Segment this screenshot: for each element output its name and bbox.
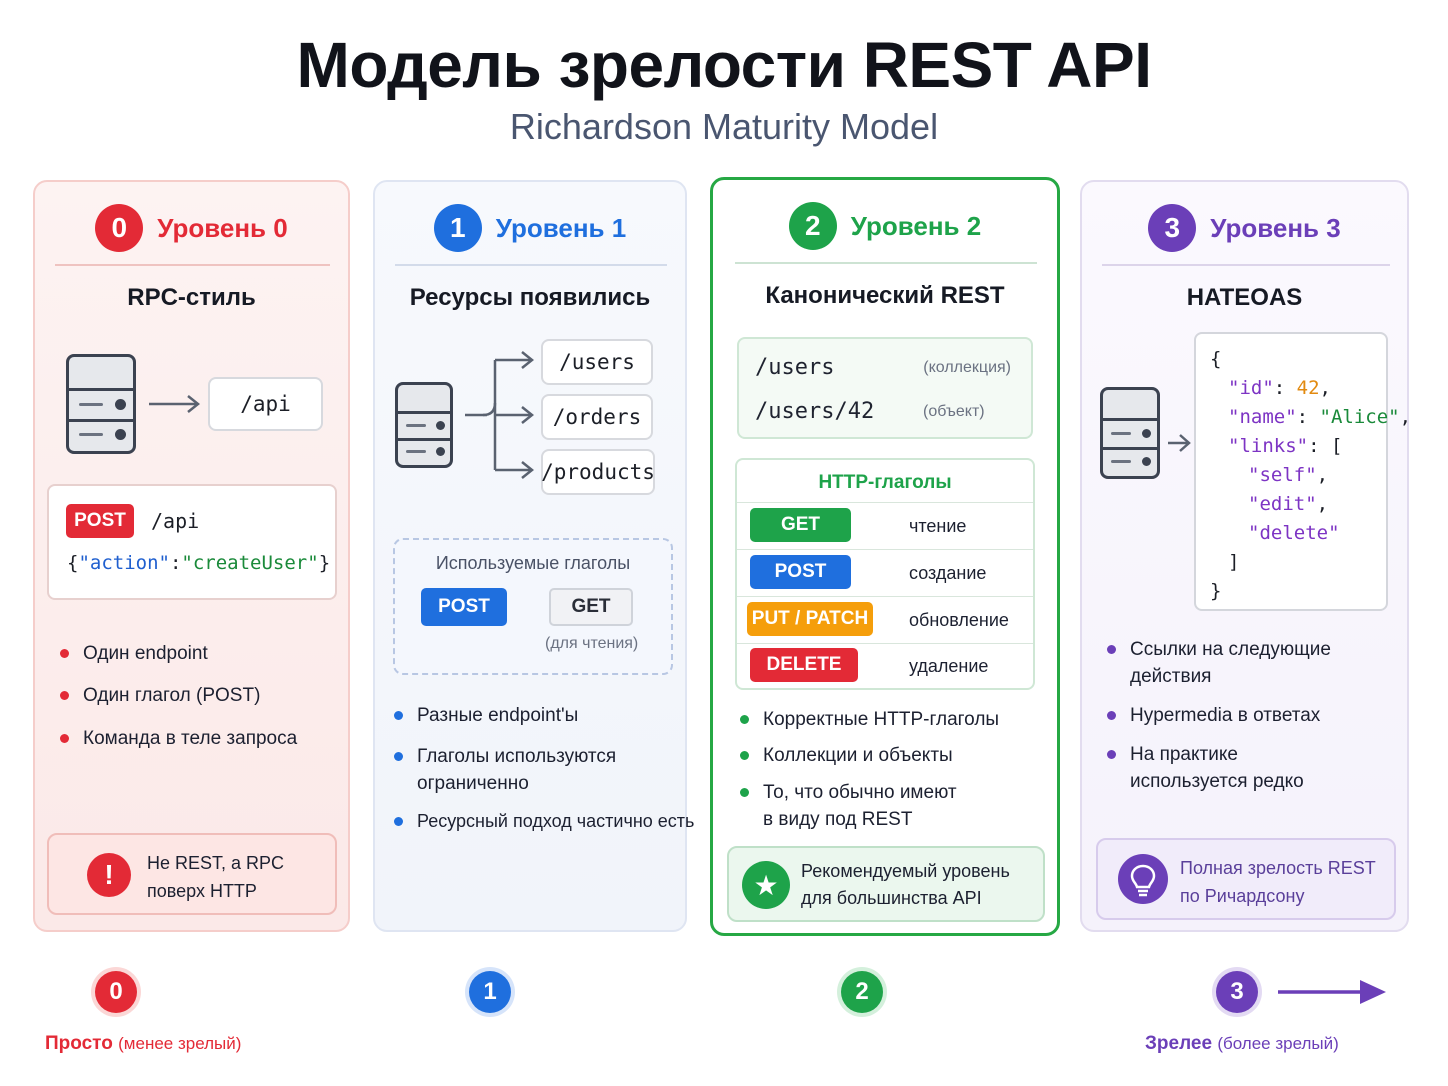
level-2-bullet: То, что обычно имеют в виду под REST [740,779,963,833]
level-1-bullet: Разные endpoint'ы [394,702,578,729]
server-icon [395,382,453,468]
paths-box: /users (коллекция) /users/42 (объект) [737,337,1033,439]
level-3-divider [1102,264,1390,266]
resource-orders: /orders [541,394,653,440]
level-3-header: 3 Уровень 3 [1082,204,1407,252]
level-2-card: 2 Уровень 2 Канонический REST /users (ко… [710,177,1060,936]
level-0-name: RPC-стиль [127,284,256,311]
level-2-divider [735,262,1037,264]
level-2-label: Уровень 2 [850,210,982,241]
http-verbs-table: HTTP-глаголы GET чтение POST создание PU… [735,458,1035,690]
scale-left-label: Просто (менее зрелый) [45,1033,242,1054]
http-verbs-title: HTTP-глаголы [818,472,952,493]
scale-right-label: Зрелее (более зрелый) [1145,1033,1339,1054]
delete-method-pill: DELETE [750,648,858,682]
level-1-label: Уровень 1 [495,212,627,243]
request-body: {"action":"createUser"} [67,552,331,574]
level-0-arrow [149,395,201,413]
get-method-pill: GET [750,508,851,542]
level-2-bullet: Коллекции и объекты [740,742,953,769]
used-verbs-box: Используемые глаголы POST GET (для чтени… [393,538,673,675]
level-2-badge: 2 [788,202,837,250]
warning-icon: ! [87,853,131,897]
post-method-pill: POST [421,588,507,626]
server-icon [66,354,136,454]
resource-products: /products [541,449,655,495]
level-1-bullet: Глаголы используются ограниченно [394,743,637,797]
get-meaning: чтение [909,516,967,536]
level-1-card: 1 Уровень 1 Ресурсы появились /users /or… [373,180,694,932]
link-delete: "delete" [1248,522,1340,544]
level-3-name: HATEOAS [1186,284,1303,311]
resource-arrows [465,351,535,479]
level-3-bullet: На практике используется редко [1107,741,1360,795]
path-collection: /users [755,355,835,380]
page-subtitle: Richardson Maturity Model [509,106,939,147]
rpc-request-box: POST /api {"action":"createUser"} [47,484,337,600]
put-patch-meaning: обновление [909,610,1009,630]
level-1-divider [395,264,667,266]
level-1-header: 1 Уровень 1 [375,204,685,252]
level-0-header: 0 Уровень 0 [35,204,348,252]
get-method-pill: GET [549,588,633,626]
level-0-label: Уровень 0 [157,212,288,243]
path-object-note: (объект) [923,403,985,420]
server-icon [1100,387,1160,479]
level-1-badge: 1 [433,204,482,252]
level-2-header: 2 Уровень 2 [713,202,1057,250]
endpoint-box: /api [208,377,323,431]
level-0-badge: 0 [95,204,144,252]
lightbulb-icon [1118,854,1168,904]
put-patch-method-pill: PUT / PATCH [747,602,873,636]
level-0-card: 0 Уровень 0 RPC-стиль /api POST /api {"a… [33,180,350,932]
scale-marker-3: 3 [1216,971,1258,1013]
level-3-bullet: Hypermedia в ответах [1107,702,1320,729]
level-0-bullet: Команда в теле запроса [60,725,297,752]
level-0-bullet: Один глагол (POST) [60,682,260,709]
level-3-label: Уровень 3 [1210,212,1341,243]
page-title: Модель зрелости REST API [296,29,1152,101]
post-method-pill: POST [750,555,851,589]
path-collection-note: (коллекция) [923,359,1011,376]
request-path: /api [151,509,200,533]
level-2-name: Канонический REST [765,282,1005,309]
scale-marker-1: 1 [469,971,511,1013]
level-1-bullet: Ресурсный подход частично есть [394,808,694,835]
scale-marker-2: 2 [841,971,883,1013]
link-self: "self", [1248,464,1329,486]
level-0-bullet: Один endpoint [60,640,208,667]
post-meaning: создание [909,563,987,583]
link-edit: "edit", [1248,493,1329,515]
path-object: /users/42 [755,399,875,424]
hateoas-json-box: { "id": 42, "name": "Alice", "links": [ … [1194,332,1411,611]
resource-users: /users [541,339,653,385]
scale-arrow-head [1360,980,1386,1004]
post-method-pill: POST [66,504,134,538]
delete-meaning: удаление [909,656,989,676]
level-3-arrow [1168,434,1191,452]
level-3-badge: 3 [1148,204,1197,252]
level-0-divider [55,264,330,266]
level-1-name: Ресурсы появились [409,284,651,311]
level-2-bullet: Корректные HTTP-глаголы [740,706,999,733]
star-icon: ★ [742,861,790,909]
level-3-card: 3 Уровень 3 HATEOAS { "id": 42, "name": … [1080,180,1411,932]
used-verbs-title: Используемые глаголы [435,553,631,573]
get-note: (для чтения) [545,635,639,652]
level-3-bullet: Ссылки на следующие действия [1107,636,1350,690]
scale-marker-0: 0 [95,971,137,1013]
